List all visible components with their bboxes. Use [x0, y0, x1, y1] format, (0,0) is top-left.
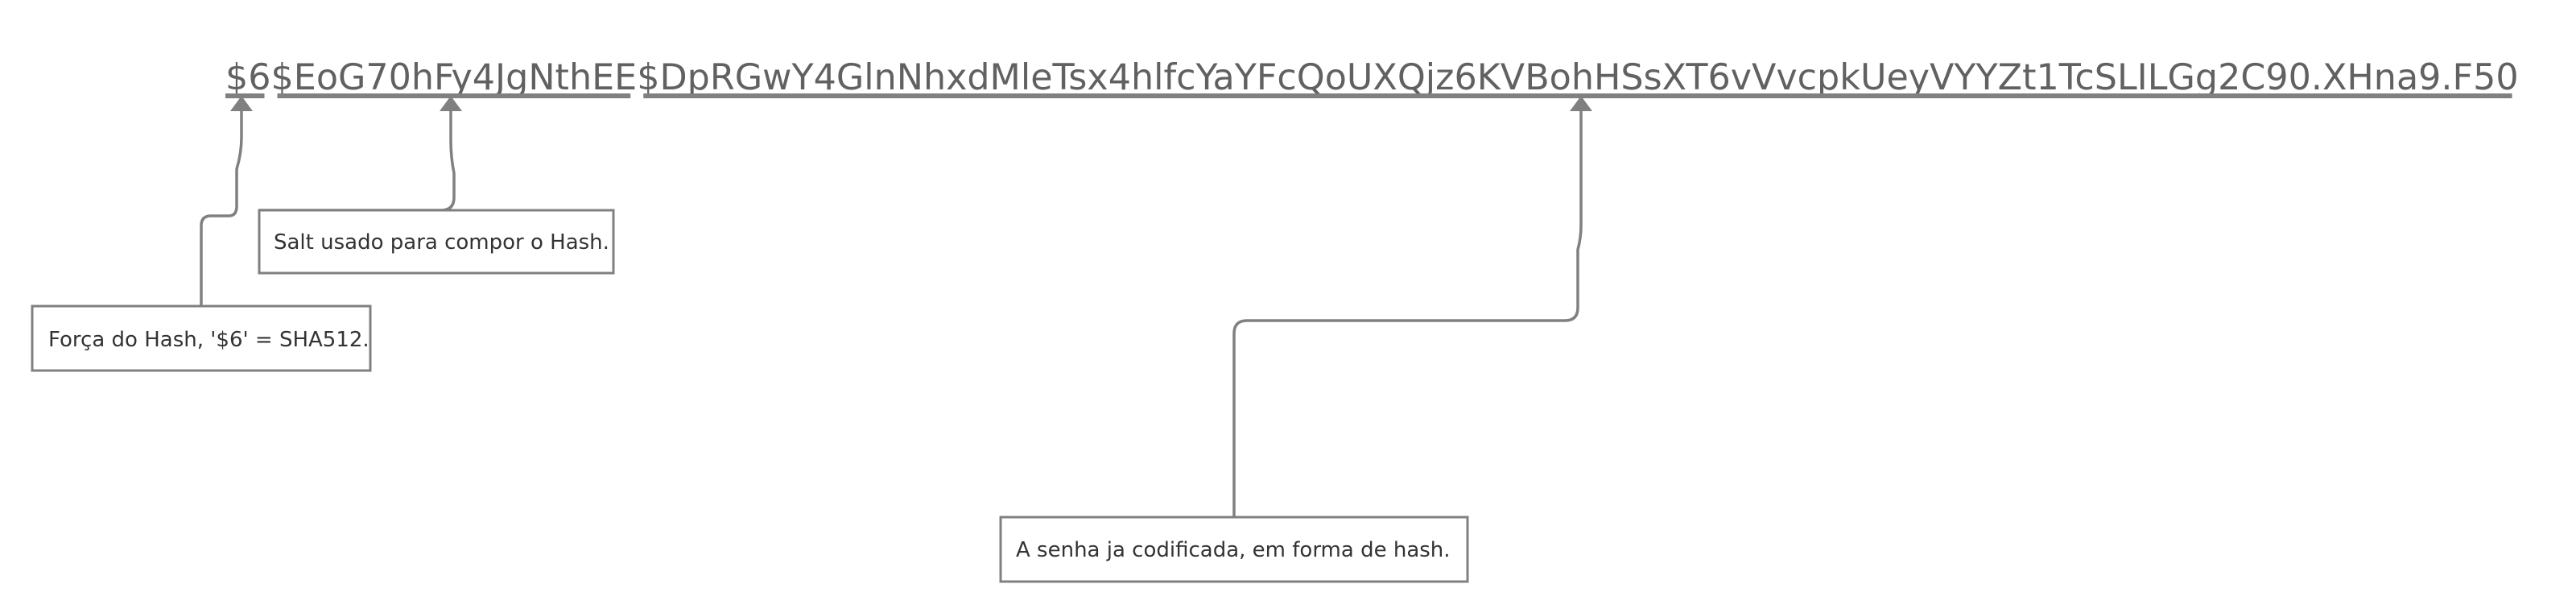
hash-strength-segment: $6 [225, 57, 271, 98]
encoded-annotation: A senha ja codificada, em forma de hash. [999, 516, 1469, 583]
encoded-box [999, 516, 1469, 583]
encoded-label: A senha ja codificada, em forma de hash. [1016, 538, 1451, 562]
salt-box [258, 209, 615, 275]
strength-arrowhead [230, 96, 253, 111]
strength-label: Força do Hash, '$6' = SHA512. [48, 328, 369, 352]
encoded-arrowhead [1570, 96, 1592, 111]
salt-arrowhead [440, 96, 462, 111]
salt-label: Salt usado para compor o Hash. [274, 230, 609, 255]
salt-annotation: Salt usado para compor o Hash. [258, 209, 615, 275]
hash-salt-segment: $EoG70hFy4JgNthEE [271, 57, 638, 98]
salt-connector [259, 109, 456, 212]
strength-connector [200, 109, 243, 306]
hash-string: $6$EoG70hFy4JgNthEE$DpRGwY4GlnNhxdMleTsx… [225, 57, 2519, 98]
encoded-connector [1232, 109, 1583, 517]
strength-box [31, 304, 372, 372]
strength-annotation: Força do Hash, '$6' = SHA512. [31, 304, 372, 372]
hash-encoded-segment: $DpRGwY4GlnNhxdMleTsx4hlfcYaYFcQoUXQjz6K… [637, 57, 2518, 98]
